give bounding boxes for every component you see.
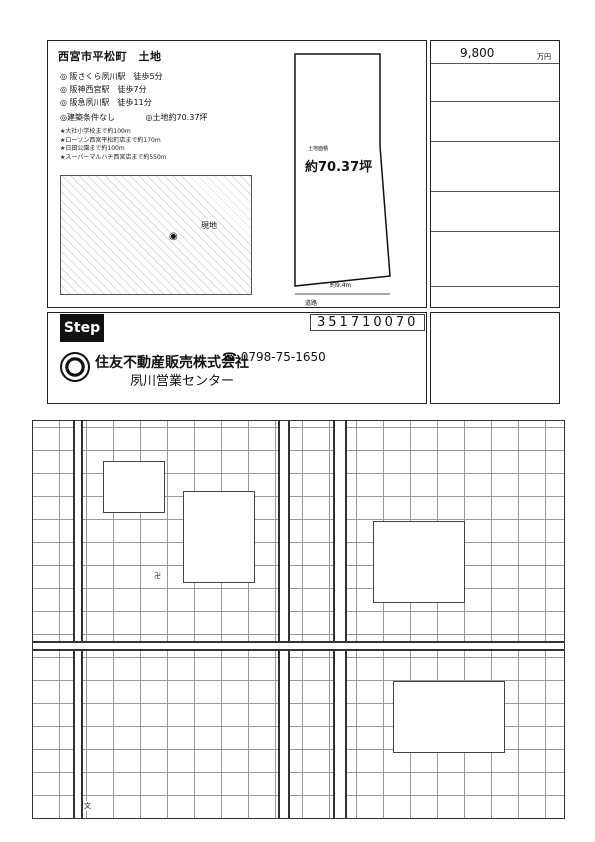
lot-plan (280, 46, 420, 301)
nearby-facilities: ★大社小学校まで約100m ★ローソン西宮平松町店まで約170m ★日田公園まで… (60, 128, 167, 162)
property-code: 351710070 (310, 314, 426, 331)
info-table (430, 40, 560, 308)
location-minimap: 現地 ◉ (60, 175, 252, 295)
company-emblem-icon (60, 352, 90, 382)
site-label: 現地 (201, 220, 217, 231)
area-big-label: 約70.37坪 (305, 160, 373, 175)
agent-band (47, 312, 427, 404)
company-name: 住友不動産販売株式会社 (95, 355, 249, 371)
nearby-item: ★大社小学校まで約100m (60, 128, 131, 135)
building-condition: ◎建築条件なし (60, 113, 115, 122)
access-item: ◎ 阪神西宮駅 徒歩7分 (60, 85, 147, 94)
step-logo: Step (60, 314, 104, 342)
site-marker-icon: ◉ (169, 231, 178, 242)
price-value: 9,800 (460, 46, 495, 60)
stamp-box (430, 312, 560, 404)
access-list: ◎ 阪さくら夙川駅 徒歩5分 ◎ 阪神西宮駅 徒歩7分 ◎ 阪急夙川駅 徒歩11… (60, 70, 163, 109)
lot-plan-drawing (294, 53, 391, 295)
branch-name: 夙川営業センター (130, 374, 235, 389)
phone-number: ☎ 0798-75-1650 (222, 350, 326, 364)
property-title: 西宮市平松町 土地 (58, 50, 162, 63)
area-map: 卍 文 (32, 420, 565, 819)
nearby-item: ★スーパーマルハチ西宮店まで約550m (60, 153, 167, 161)
nearby-item: ★ローソン西宮平松町店まで約170m (60, 136, 161, 144)
price-unit: 万円 (537, 53, 551, 61)
bottom-dimension: 約9.4m (330, 282, 352, 289)
road-label: 道路 (305, 300, 318, 307)
temple-symbol: 卍 (153, 571, 162, 581)
school-symbol: 文 (83, 801, 92, 811)
access-item: ◎ 阪さくら夙川駅 徒歩5分 (60, 72, 163, 81)
access-item: ◎ 阪急夙川駅 徒歩11分 (60, 98, 152, 107)
land-area-text: ◎土地約70.37坪 (145, 113, 208, 122)
nearby-item: ★日田公園まで約100m (60, 145, 125, 152)
condition-line: ◎建築条件なし ◎土地約70.37坪 (60, 112, 235, 123)
area-small-label: 土地面積 (308, 146, 329, 152)
property-flyer (47, 40, 427, 308)
